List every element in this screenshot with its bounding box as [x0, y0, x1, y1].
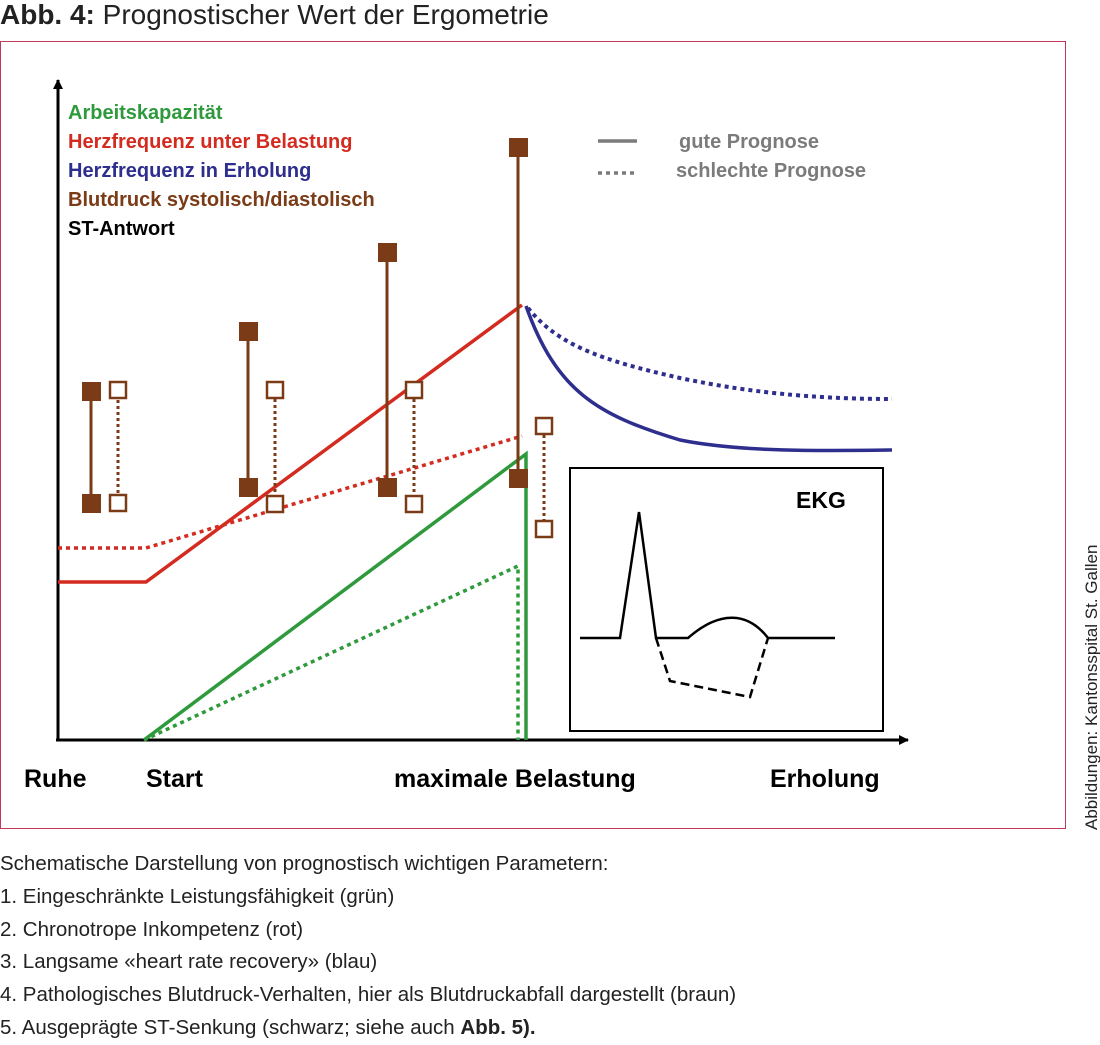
x-label-start: Start — [146, 765, 204, 793]
caption-item: 1. Eingeschränkte Leistungsfähigkeit (gr… — [0, 884, 395, 908]
image-credit: Abbildungen: Kantonsspital St. Gallen — [1082, 544, 1100, 830]
blood-pressure-good — [82, 138, 528, 513]
figure-frame — [0, 41, 1066, 829]
legend-herzfrequenz-erholung: Herzfrequenz in Erholung — [68, 160, 311, 182]
caption-item: 2. Chronotrope Inkompetenz (rot) — [0, 917, 304, 941]
figure-number: Abb. 4: — [0, 0, 95, 30]
caption-intro: Schematische Darstellung von prognostisc… — [0, 852, 609, 875]
legend-st-antwort: ST-Antwort — [68, 218, 175, 240]
x-label-ruhe: Ruhe — [24, 765, 87, 793]
bp-marker — [404, 380, 424, 400]
work-capacity-poor — [143, 563, 520, 742]
bp-marker — [265, 494, 285, 514]
work-capacity-good — [142, 450, 528, 742]
bp-marker — [509, 469, 528, 488]
bp-marker — [378, 478, 397, 497]
heart-rate-exercise-poor — [58, 434, 523, 550]
ekg-trace-st-depression — [654, 637, 770, 699]
bp-marker — [378, 243, 397, 262]
bp-marker — [82, 382, 101, 401]
legend-schlechte-prognose: schlechte Prognose — [676, 160, 866, 182]
heart-rate-recovery-good — [524, 305, 893, 453]
x-label-erholung: Erholung — [770, 765, 880, 793]
bp-marker — [509, 138, 528, 157]
figure-caption: Schematische Darstellung von prognostisc… — [0, 848, 1060, 1045]
caption-item-text: 5. Ausgeprägte ST-Senkung (schwarz; sieh… — [0, 1015, 461, 1039]
bp-marker — [239, 478, 258, 497]
caption-item: 3. Langsame «heart rate recovery» (blau) — [0, 950, 378, 974]
bp-marker — [108, 380, 128, 400]
caption-item: 4. Pathologisches Blutdruck-Verhalten, h… — [0, 983, 737, 1007]
ergometry-diagram: Arbeitskapazität Herzfrequenz unter Bela… — [24, 79, 909, 793]
ekg-inset-box — [569, 467, 884, 732]
bp-marker — [82, 494, 101, 513]
legend-gute-prognose: gute Prognose — [679, 131, 819, 153]
figure-title-text: Prognostischer Wert der Ergometrie — [94, 0, 549, 30]
caption-item: 5. Ausgeprägte ST-Senkung (schwarz; sieh… — [0, 1012, 1060, 1045]
figure-title: Abb. 4: Prognostischer Wert der Ergometr… — [0, 0, 549, 30]
ekg-label: EKG — [796, 487, 846, 513]
bp-marker — [534, 416, 554, 436]
bp-marker — [534, 519, 554, 539]
legend-herzfrequenz-belastung: Herzfrequenz unter Belastung — [68, 131, 352, 153]
bp-marker — [239, 322, 258, 341]
legend-arbeitskapazitaet: Arbeitskapazität — [68, 102, 223, 124]
x-label-maximale-belastung: maximale Belastung — [394, 765, 636, 793]
heart-rate-recovery-poor — [526, 306, 893, 401]
bp-marker — [404, 494, 424, 514]
bp-marker — [108, 493, 128, 513]
bp-marker — [265, 380, 285, 400]
legend-blutdruck: Blutdruck systolisch/diastolisch — [68, 189, 375, 211]
caption-figure-reference: Abb. 5). — [460, 1015, 536, 1039]
blood-pressure-poor — [108, 380, 554, 539]
heart-rate-exercise-good — [58, 303, 524, 584]
